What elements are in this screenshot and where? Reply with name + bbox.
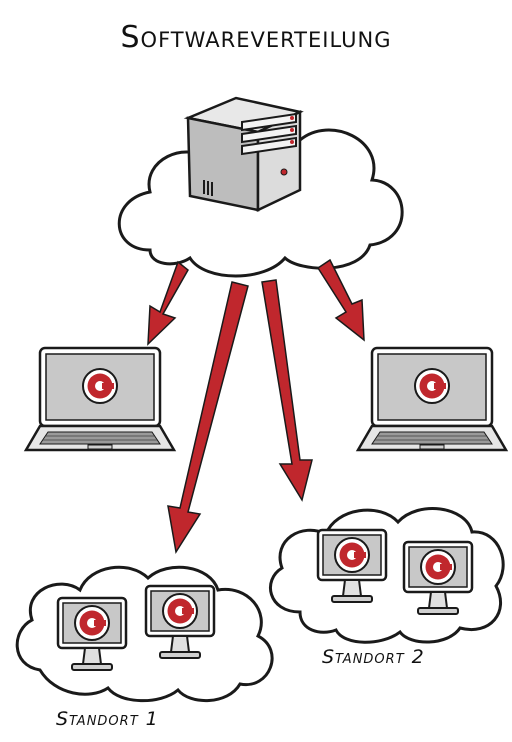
server-tower-icon	[183, 96, 304, 212]
c-logo-icon	[82, 368, 118, 404]
laptop-right	[356, 346, 508, 452]
arrow-site1	[167, 281, 249, 555]
arrow-right-laptop	[316, 258, 365, 342]
distribution-arrows	[147, 258, 365, 555]
c-logo-icon	[74, 605, 110, 641]
site1-cloud	[15, 565, 274, 703]
arrow-site2	[261, 279, 313, 502]
c-logo-icon	[420, 549, 456, 585]
diagram-title: Softwareverteilung	[120, 20, 392, 55]
c-logo-icon	[162, 593, 198, 629]
c-logo-icon	[414, 368, 450, 404]
site1-label: Standort 1	[56, 708, 159, 730]
arrow-left-laptop	[147, 260, 189, 346]
site2-label: Standort 2	[322, 646, 425, 668]
c-logo-icon	[334, 537, 370, 573]
laptop-left	[24, 346, 176, 452]
